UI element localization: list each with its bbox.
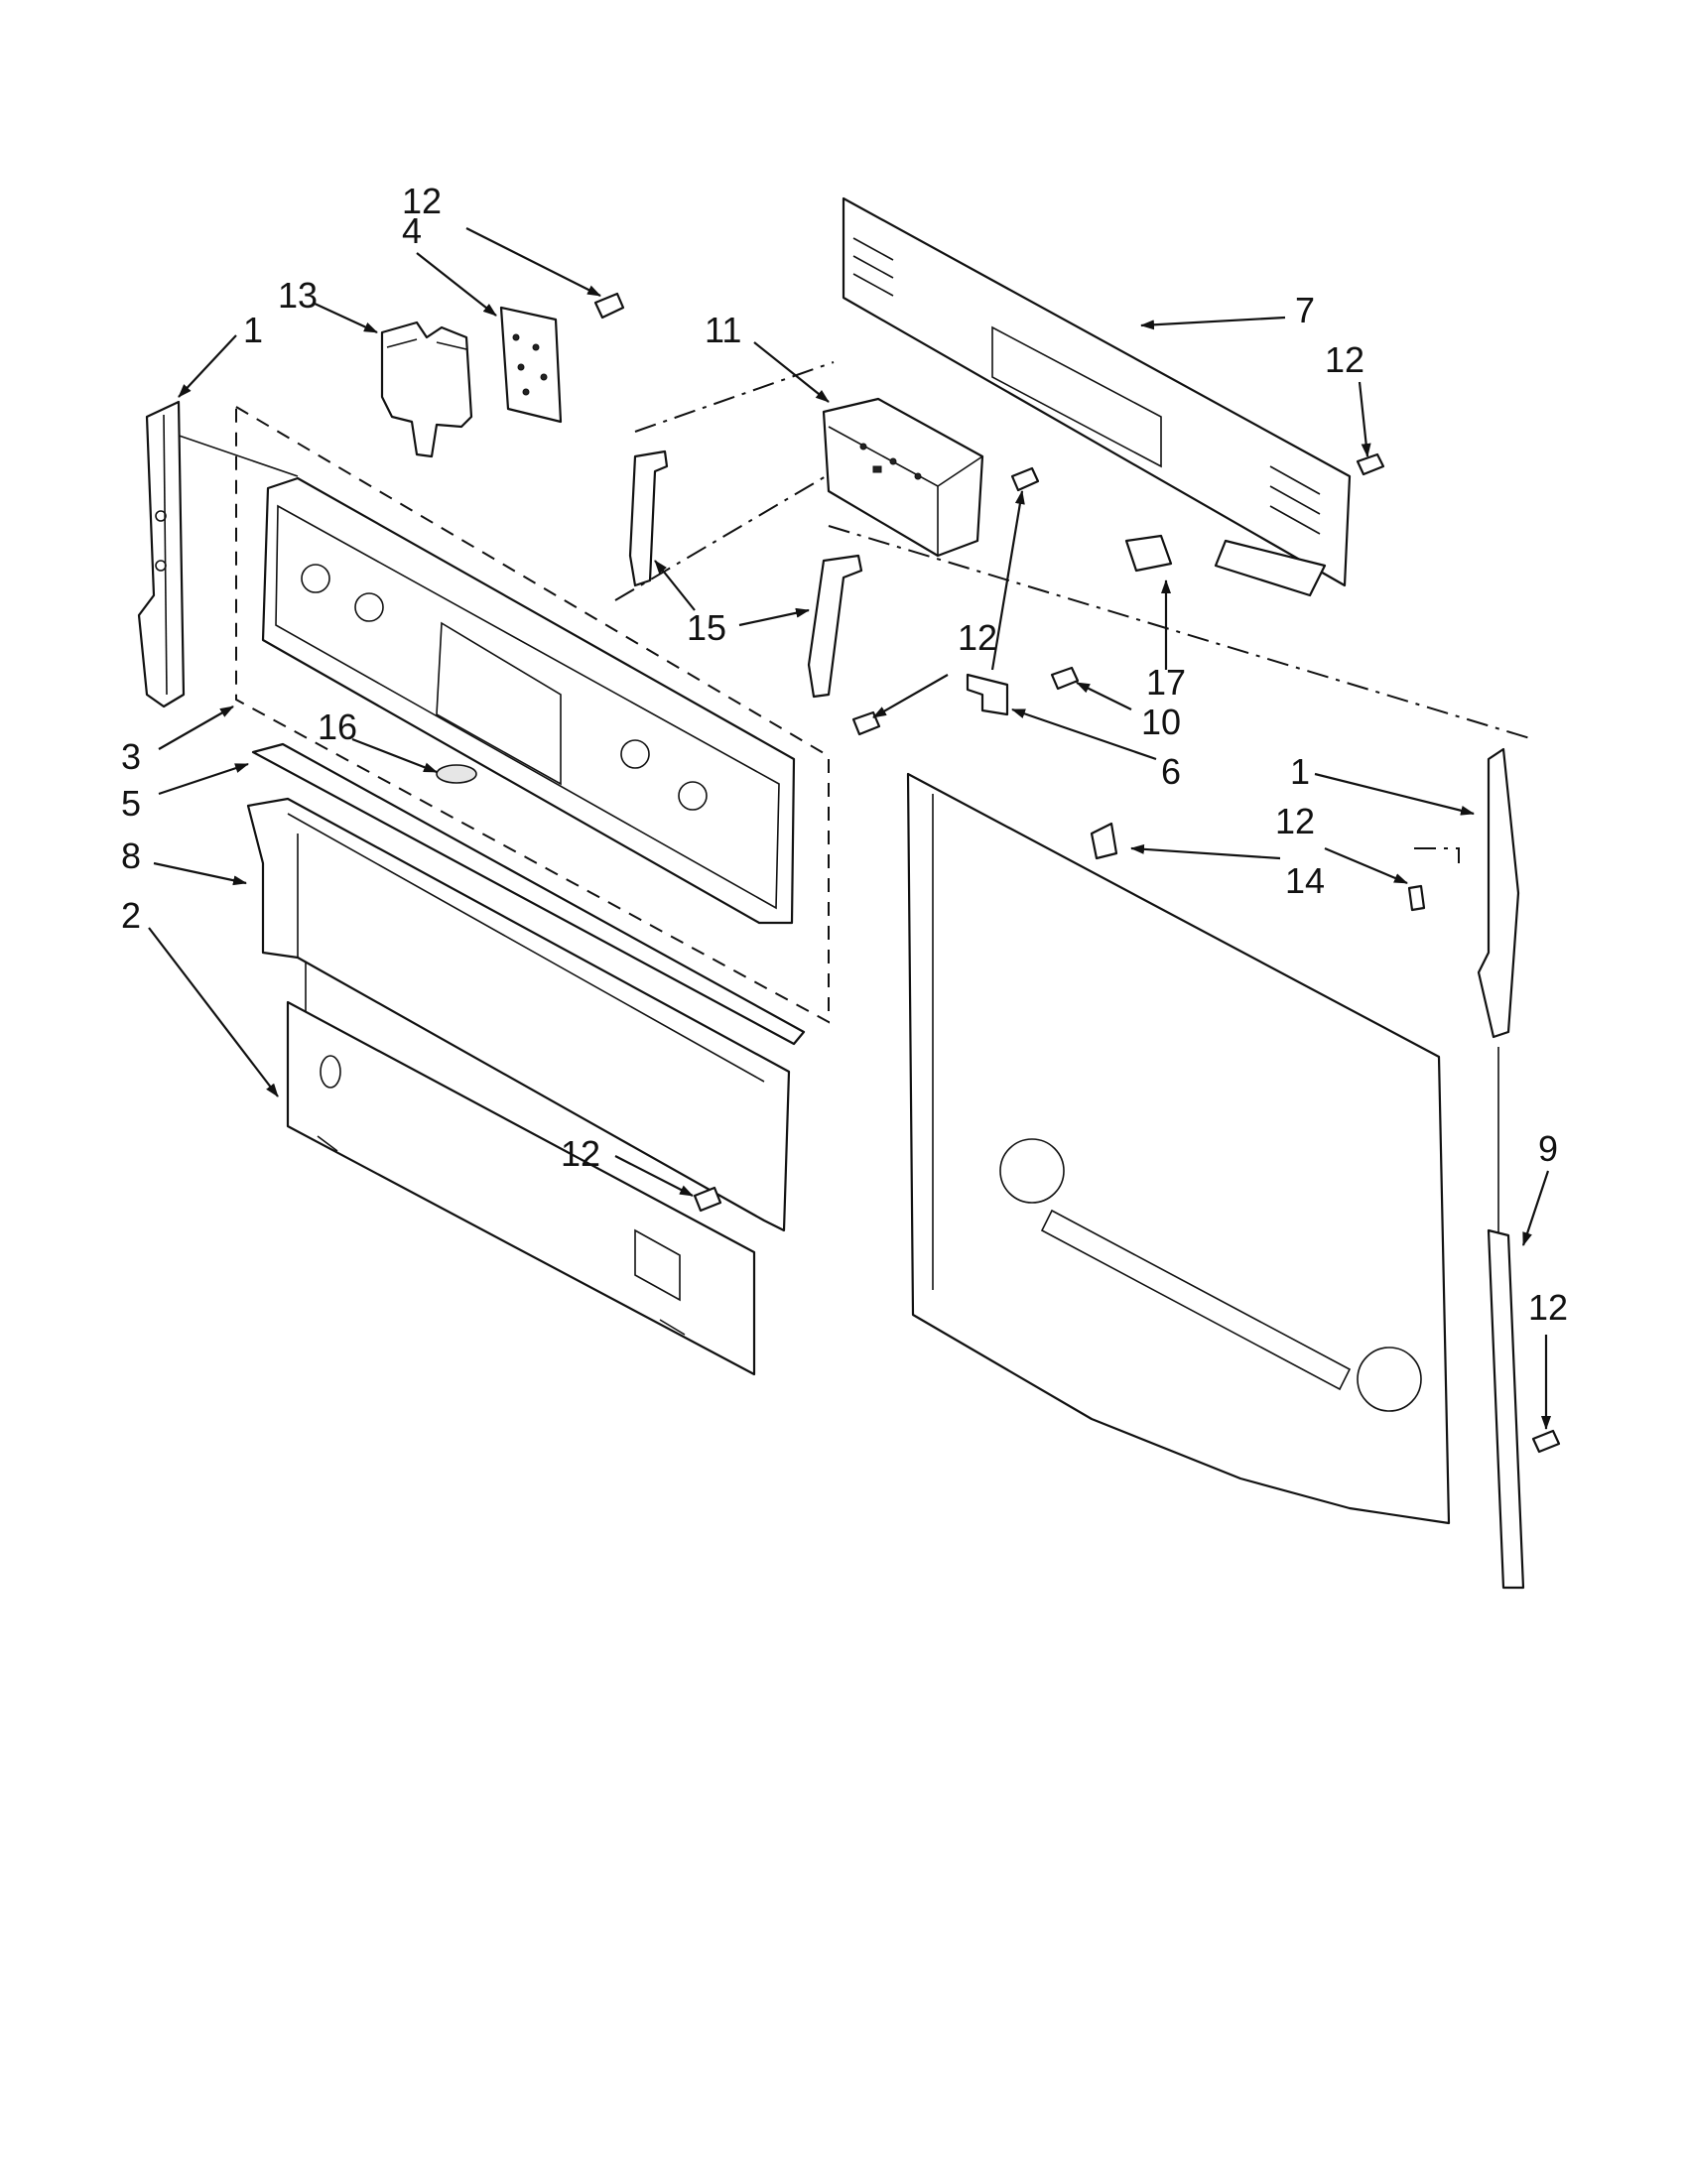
screw-g <box>693 1186 722 1213</box>
screw-b <box>1010 466 1040 492</box>
vent-panel <box>842 196 1352 597</box>
callout-12-lower: 12 <box>561 1133 600 1174</box>
side-bracket-left <box>137 400 186 708</box>
screw-a <box>593 292 625 320</box>
trim-strip <box>251 742 806 1046</box>
callout-5: 5 <box>121 783 141 824</box>
leader-lines <box>148 227 1551 1430</box>
screw-h <box>1531 1429 1561 1454</box>
bracket-clip <box>966 673 1009 716</box>
mounting-clip <box>380 321 473 458</box>
callout-8: 8 <box>121 835 141 876</box>
mounting-channel <box>246 797 791 1232</box>
callout-2: 2 <box>121 895 141 936</box>
callout-12-right: 12 <box>1275 801 1315 841</box>
callout-17: 17 <box>1146 662 1186 703</box>
callout-1-left: 1 <box>243 310 263 350</box>
callout-12-control: 12 <box>958 617 997 658</box>
control-panel <box>261 476 796 925</box>
lower-access-panel <box>286 1000 756 1376</box>
screw-c <box>1356 452 1385 476</box>
callout-13: 13 <box>278 275 318 316</box>
callout-10: 10 <box>1141 702 1181 742</box>
callout-16: 16 <box>318 707 357 747</box>
logo-badge <box>436 764 477 784</box>
callout-14: 14 <box>1285 860 1325 901</box>
switch <box>1124 534 1173 573</box>
control-bracket-upper <box>628 450 669 587</box>
callout-6: 6 <box>1161 751 1181 792</box>
side-trim-bracket <box>1487 1228 1525 1590</box>
callout-1-right: 1 <box>1290 751 1310 792</box>
screw-d <box>851 710 881 736</box>
side-bracket-right <box>1477 747 1520 1039</box>
callout-9: 9 <box>1538 1128 1558 1169</box>
callout-15: 15 <box>687 607 726 648</box>
screw-e <box>1050 666 1080 691</box>
callout-12-bottom: 12 <box>1528 1287 1568 1328</box>
small-circuit-board <box>499 306 563 424</box>
callout-11: 11 <box>705 310 741 350</box>
callout-4: 4 <box>402 210 422 251</box>
callout-12-top: 12 <box>402 181 442 221</box>
callout-12-vent: 12 <box>1325 339 1364 380</box>
control-bracket-lower <box>807 554 863 699</box>
callout-7: 7 <box>1295 290 1315 330</box>
screw-f <box>1407 884 1426 912</box>
rear-panel <box>906 772 1451 1525</box>
electronic-control-board <box>822 397 984 558</box>
callout-3: 3 <box>121 736 141 777</box>
callout-labels: 1 4 13 12 11 7 12 15 12 17 10 6 16 3 5 8… <box>121 181 1568 1328</box>
